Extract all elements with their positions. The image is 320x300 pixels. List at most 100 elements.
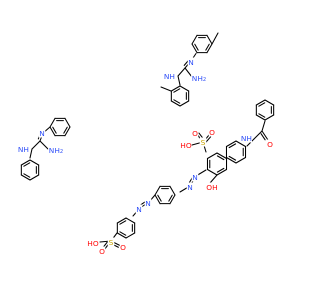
amino-bridge-upper-backdrop — [163, 71, 175, 81]
nitrogen-imine-left-part: N — [39, 129, 45, 138]
sulfur-top: S — [201, 138, 206, 147]
amino-upper: NH2 — [192, 74, 206, 84]
c-to-oh — [209, 174, 218, 184]
sulfur-bottom-part: S — [109, 238, 114, 247]
nitrogen-imine-upper-part: N — [188, 58, 194, 67]
tolyl-ring-lower-bond — [170, 85, 181, 92]
phenol-oh-part: H — [212, 183, 218, 192]
naphthalene-ring-left-bond — [206, 168, 218, 176]
naphthalene-ring-left-bond-second — [216, 155, 225, 161]
amide-oxygen-backdrop — [266, 139, 274, 149]
amino-left-backdrop — [48, 145, 64, 155]
methyl-upper — [211, 32, 219, 45]
azo2-n-a: N — [145, 199, 151, 208]
phenyl-ring-lower-bond-second — [23, 173, 31, 178]
carbonyl-double-second — [260, 133, 266, 141]
oxygen-top-b: O — [209, 128, 215, 137]
nitrogen-imine-left-backdrop — [38, 128, 46, 138]
naphthalene-ring-right-bond-second — [228, 143, 237, 149]
sulfur-bottom: S — [109, 238, 114, 247]
phenyl-ring-upper-bond — [64, 117, 71, 128]
oxygen-bottom-d: O — [99, 247, 105, 256]
naphthalene-ring-right-bond-second — [228, 155, 237, 161]
phenyl-ring-upper-bond — [49, 126, 56, 137]
oxygen-top-a-backdrop — [191, 128, 199, 138]
tolyl-ring-upper-bond-second — [194, 43, 199, 51]
naphthalene-ring-left-bond — [216, 168, 228, 176]
s-o-double-b-second — [205, 136, 212, 143]
amino-bridge-left: NH — [18, 145, 29, 154]
phenyl-ring-upper-bond-second — [63, 126, 68, 134]
amino-upper-part: NH — [192, 74, 203, 83]
oxygen-bottom-c: O — [120, 243, 126, 252]
oxygen-bottom-c-part: O — [120, 243, 126, 252]
amide-nh-backdrop — [240, 133, 252, 143]
sulfophenyl-ring-bond — [125, 217, 136, 224]
oxygen-top-a-part: O — [192, 129, 198, 138]
tolyl-ring-lower-bond-second — [173, 88, 181, 93]
tolyl-ring-lower-bond — [170, 100, 181, 107]
naphthalene-ring-right-bond — [235, 140, 247, 148]
central-benzene-bond — [169, 185, 176, 196]
sulfur-top-part: S — [201, 138, 206, 147]
naphthalene-ring-right-bond — [225, 140, 237, 148]
amino-bridge-upper-part: NH — [164, 72, 175, 81]
amide-oxygen: O — [267, 140, 273, 149]
phenyl-ring-upper-bond-second — [52, 126, 57, 134]
phenyl-ring-upper-bond — [64, 126, 71, 137]
phenyl-ring-upper-bond — [49, 117, 56, 128]
phenyl-ring-lower-bond — [29, 159, 40, 166]
phenyl-ring-lower-bond — [20, 174, 31, 181]
nitrogen-imine-upper: N — [188, 58, 194, 67]
phenyl-ring-lower-bond — [20, 159, 31, 166]
central-benzene-bond — [154, 194, 161, 205]
naphthalene-ring-left-bond-second — [216, 167, 225, 173]
hydroxy-sulfonyl-bottom-backdrop — [87, 238, 99, 248]
methyl-lower — [160, 86, 172, 92]
tolyl-ring-upper-bond-second — [205, 43, 210, 51]
oxygen-top-b-part: O — [209, 128, 215, 137]
nitrogen-imine-upper-backdrop — [187, 57, 195, 67]
sulfur-top-backdrop — [199, 137, 207, 147]
bond-layer — [20, 32, 275, 251]
azo2-n-a-part: N — [145, 199, 151, 208]
nh-to-carbonyl — [253, 130, 263, 140]
naphthalene-ring-right-bond — [235, 156, 247, 164]
sulfophenyl-ring-bond-second — [119, 231, 127, 236]
c-n-double-upper-second — [183, 60, 189, 66]
azo1-n-b-part: N — [187, 183, 193, 192]
oxygen-top-a: O — [192, 129, 198, 138]
amino-upper-backdrop — [191, 73, 207, 83]
phenyl-ring-lower-bond — [29, 174, 40, 181]
tolyl-ring-upper-bond — [191, 43, 198, 54]
tolyl-ring-lower-bond — [179, 100, 190, 107]
central-benzene-bond — [154, 185, 161, 196]
hydroxy-sulfonyl-top: HO — [180, 141, 192, 150]
amino-left-part: 2 — [60, 149, 63, 155]
benzoyl-ring-bond — [255, 114, 266, 121]
hydroxy-sulfonyl-bottom-part: H — [87, 239, 93, 248]
carbonyl-to-phenyl — [261, 120, 266, 132]
sulfophenyl-ring-bond — [116, 217, 127, 224]
amide-nh: NH — [241, 134, 252, 143]
azo1-n-b: N — [187, 183, 193, 192]
azo2-n-b-backdrop — [135, 204, 143, 214]
oxygen-bottom-c-backdrop — [119, 242, 127, 252]
tolyl-ring-lower-bond-second — [173, 99, 181, 104]
amino-bridge-upper: NH — [164, 72, 175, 81]
azo1-n-a-part: N — [192, 173, 198, 182]
central-benzene-bond-second — [168, 194, 173, 202]
central-benzene-bond — [169, 194, 176, 205]
amino-left: NH2 — [49, 146, 63, 156]
hydroxy-sulfonyl-top-part: H — [180, 141, 186, 150]
amide-nh-part: NH — [241, 134, 252, 143]
nh-to-ring-lower — [177, 75, 181, 86]
azo2-n-a-backdrop — [144, 198, 152, 208]
naphthalene-ring-left-bond — [216, 152, 228, 160]
naphthalene-ring-right-bond — [225, 156, 237, 164]
c-nh-left — [31, 140, 41, 150]
amino-bridge-left-backdrop — [17, 144, 29, 154]
phenol-oh-part: O — [206, 183, 212, 192]
